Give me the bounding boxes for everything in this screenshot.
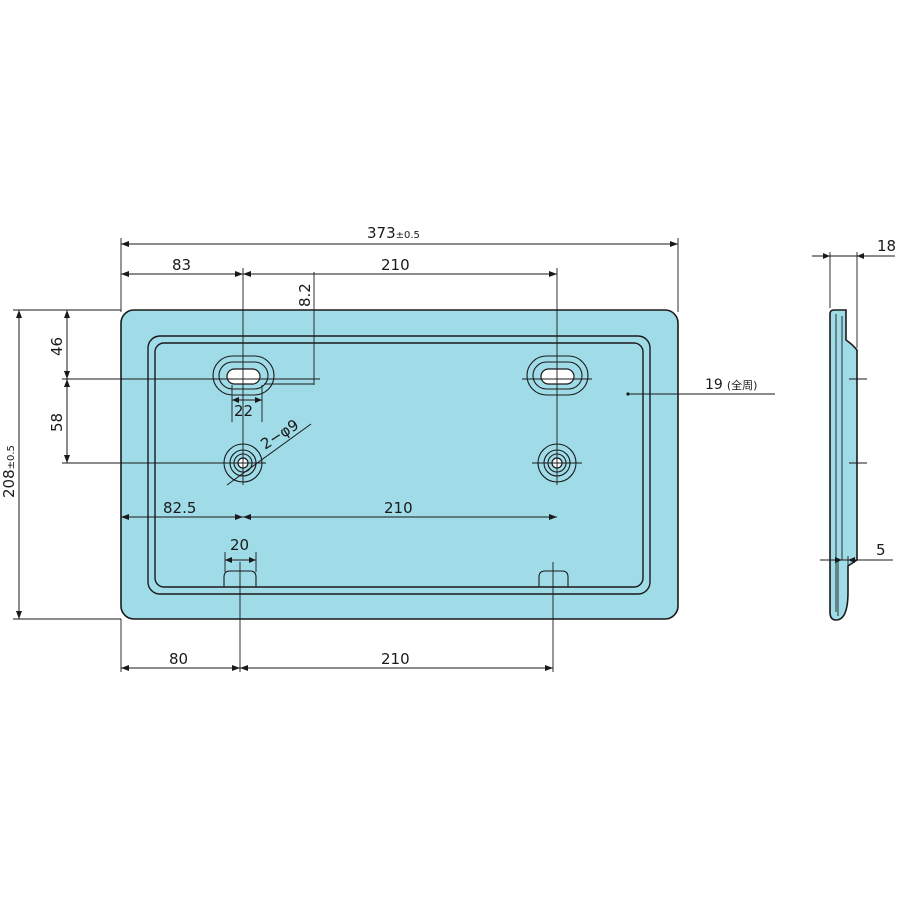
upper-vertical-label: 46 bbox=[48, 337, 66, 356]
side-depth-label: 18 bbox=[877, 237, 896, 255]
plate-rim-outer bbox=[147, 335, 651, 595]
top-left-offset-label: 83 bbox=[172, 256, 191, 274]
hole-vertical-label: 58 bbox=[48, 413, 66, 432]
overall-height-label: 208±0.5 bbox=[0, 445, 18, 498]
plate-outer-body bbox=[120, 309, 679, 620]
slot-offset-label: 8.2 bbox=[296, 283, 314, 307]
bottom-left-offset-label: 80 bbox=[169, 650, 188, 668]
mounting-slot-left bbox=[212, 355, 275, 396]
extension-lines bbox=[13, 238, 679, 672]
top-hole-spacing-label: 210 bbox=[381, 256, 410, 274]
side-view: 18 5 bbox=[812, 237, 896, 621]
side-thickness-label: 5 bbox=[876, 541, 886, 559]
middle-hole-spacing-label: 210 bbox=[384, 499, 413, 517]
middle-left-offset-label: 82.5 bbox=[163, 499, 196, 517]
tab-width-label: 20 bbox=[230, 536, 249, 554]
rim-note-label: 19(全周) bbox=[705, 377, 757, 393]
bottom-tab-right bbox=[538, 570, 569, 587]
dimension-labels: 373±0.5 83 210 8.2 46 58 208±0.5 22 2−φ9… bbox=[0, 224, 757, 668]
bottom-tab-spacing-label: 210 bbox=[381, 650, 410, 668]
arrowheads bbox=[16, 241, 678, 671]
side-profile-outer bbox=[829, 309, 858, 621]
dimension-lines bbox=[18, 243, 775, 669]
mounting-slot-right bbox=[526, 355, 589, 396]
overall-width-label: 373±0.5 bbox=[367, 224, 420, 242]
plate-rim-inner bbox=[154, 342, 644, 588]
front-view bbox=[120, 309, 679, 620]
slot-width-label: 22 bbox=[234, 402, 253, 420]
